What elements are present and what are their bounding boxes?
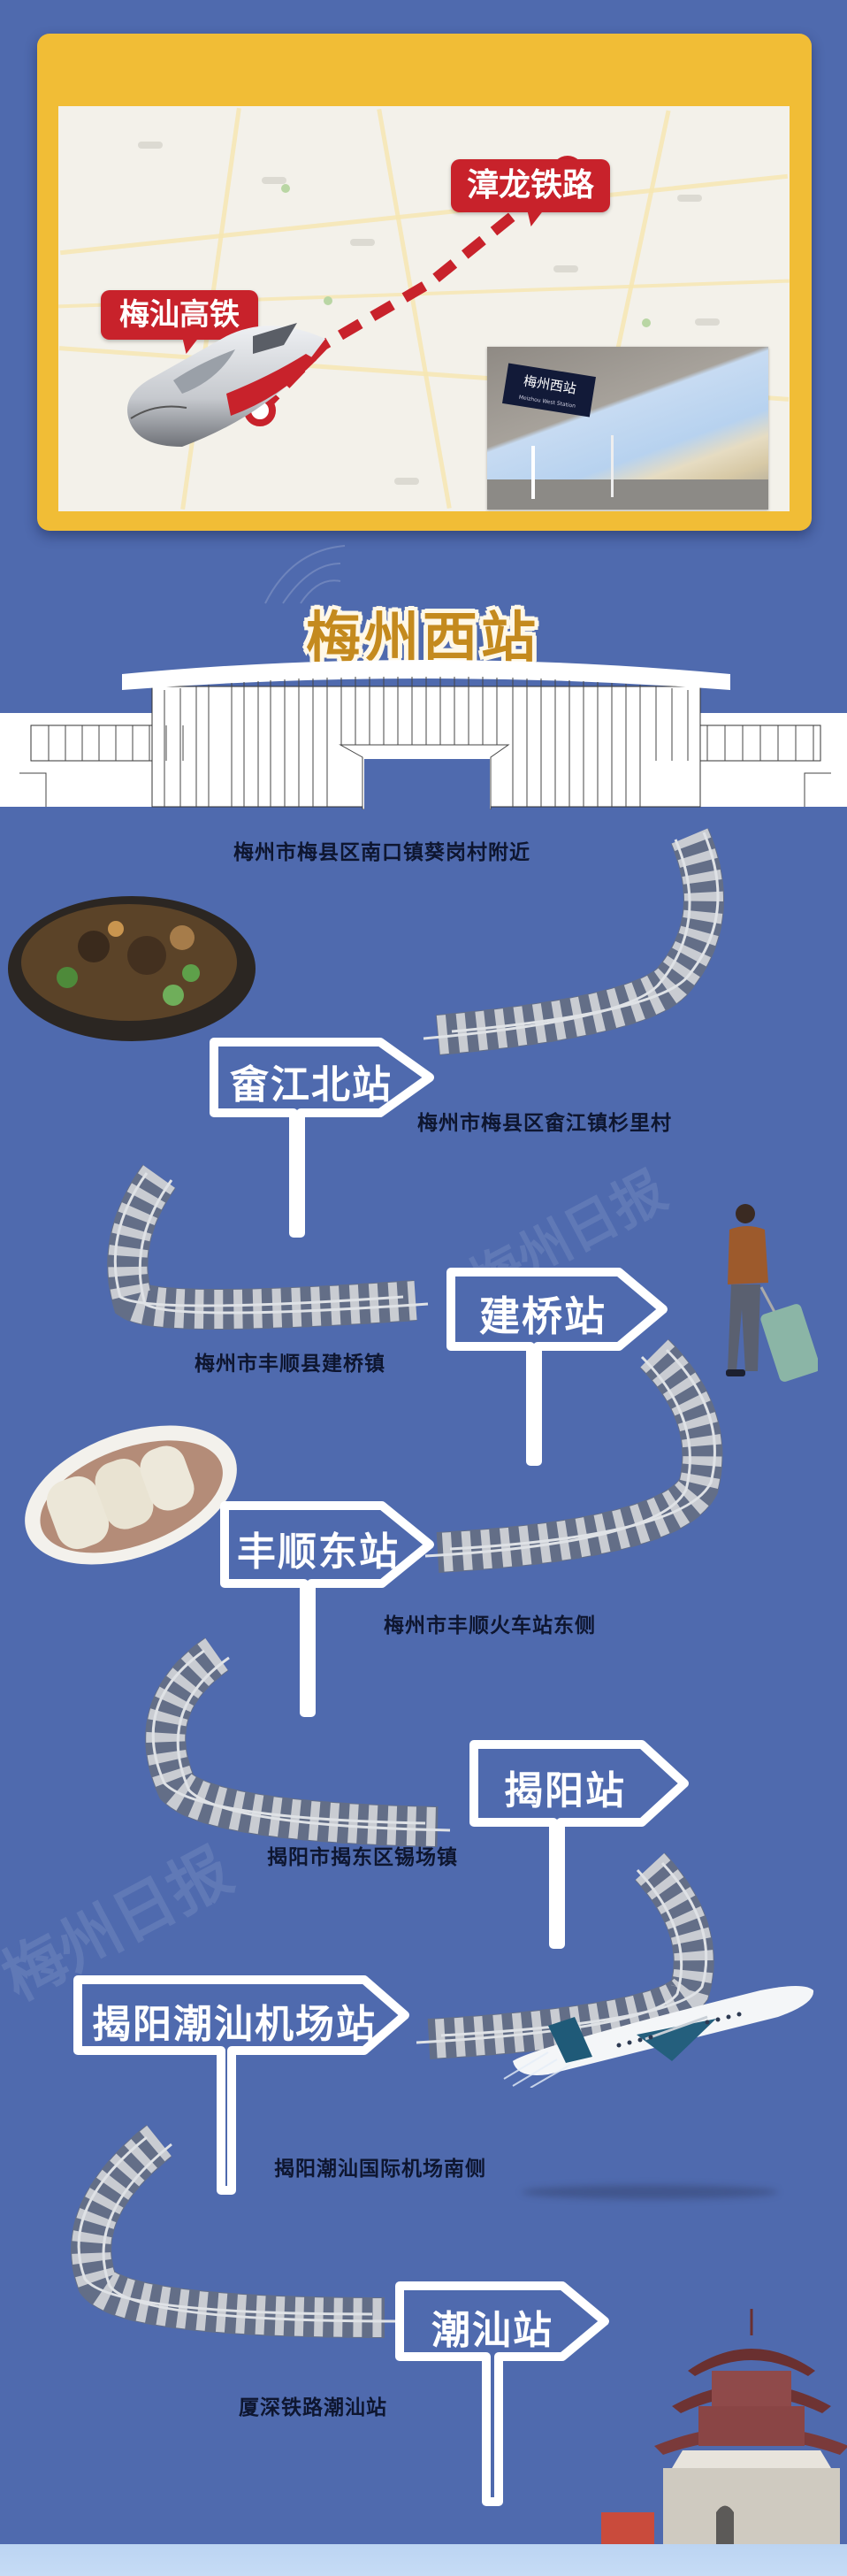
chaozhou-pagoda-gate-illustration-icon xyxy=(601,2309,847,2548)
route-map-card: 漳龙铁路 梅汕高铁 梅州西站 Meizhou West Station xyxy=(37,34,812,531)
station-name: 揭阳站 xyxy=(504,1768,626,1813)
station-address: 厦深铁路潮汕站 xyxy=(239,2396,387,2419)
watermark-logo-icon xyxy=(264,545,346,604)
station-name: 畲江北站 xyxy=(230,1062,393,1108)
station-building-illustration-icon xyxy=(0,660,847,809)
bottom-strip xyxy=(0,2544,847,2576)
route-map: 漳龙铁路 梅汕高铁 梅州西站 Meizhou West Station xyxy=(58,106,790,511)
terminal-address: 梅州市梅县区南口镇葵岗村附近 xyxy=(233,841,530,864)
platform-photo: 梅州西站 Meizhou West Station xyxy=(487,347,768,510)
station-name: 丰顺东站 xyxy=(237,1530,400,1575)
claypot-dish-photo-icon xyxy=(8,896,256,1041)
terminal-title: 梅州西站 xyxy=(305,605,539,670)
station-name: 揭阳潮汕机场站 xyxy=(92,2002,377,2047)
station-address: 梅州市丰顺县建桥镇 xyxy=(195,1353,385,1376)
signpost-arrow-icon xyxy=(220,1501,434,1717)
traveler-with-suitcase-illustration-icon xyxy=(726,1204,818,1382)
airplane-shadow xyxy=(522,2185,778,2199)
station-address: 揭阳市揭东区锡场镇 xyxy=(267,1846,458,1869)
high-speed-train-icon xyxy=(127,323,325,447)
rice-noodle-roll-dish-photo-icon xyxy=(25,1425,237,1565)
signpost-arrow-icon xyxy=(210,1038,434,1238)
station-name: 潮汕站 xyxy=(431,2308,553,2353)
signpost-arrow-icon xyxy=(469,1740,689,1949)
station-address: 梅州市梅县区畲江镇杉里村 xyxy=(417,1112,672,1135)
platform-sign: 梅州西站 Meizhou West Station xyxy=(502,363,596,418)
signpost-arrow-icon xyxy=(395,2281,609,2506)
signpost-arrow-icon xyxy=(73,1975,409,2195)
airplane-illustration-icon xyxy=(503,1986,814,2088)
station-address: 梅州市丰顺火车站东侧 xyxy=(384,1614,596,1637)
signpost-arrow-icon xyxy=(446,1268,668,1466)
station-name: 建桥站 xyxy=(479,1292,607,1340)
meishan-hsr-label: 梅汕高铁 xyxy=(101,290,258,340)
station-address: 揭阳潮汕国际机场南侧 xyxy=(274,2158,486,2181)
zhanglong-railway-label: 漳龙铁路 xyxy=(451,159,610,212)
